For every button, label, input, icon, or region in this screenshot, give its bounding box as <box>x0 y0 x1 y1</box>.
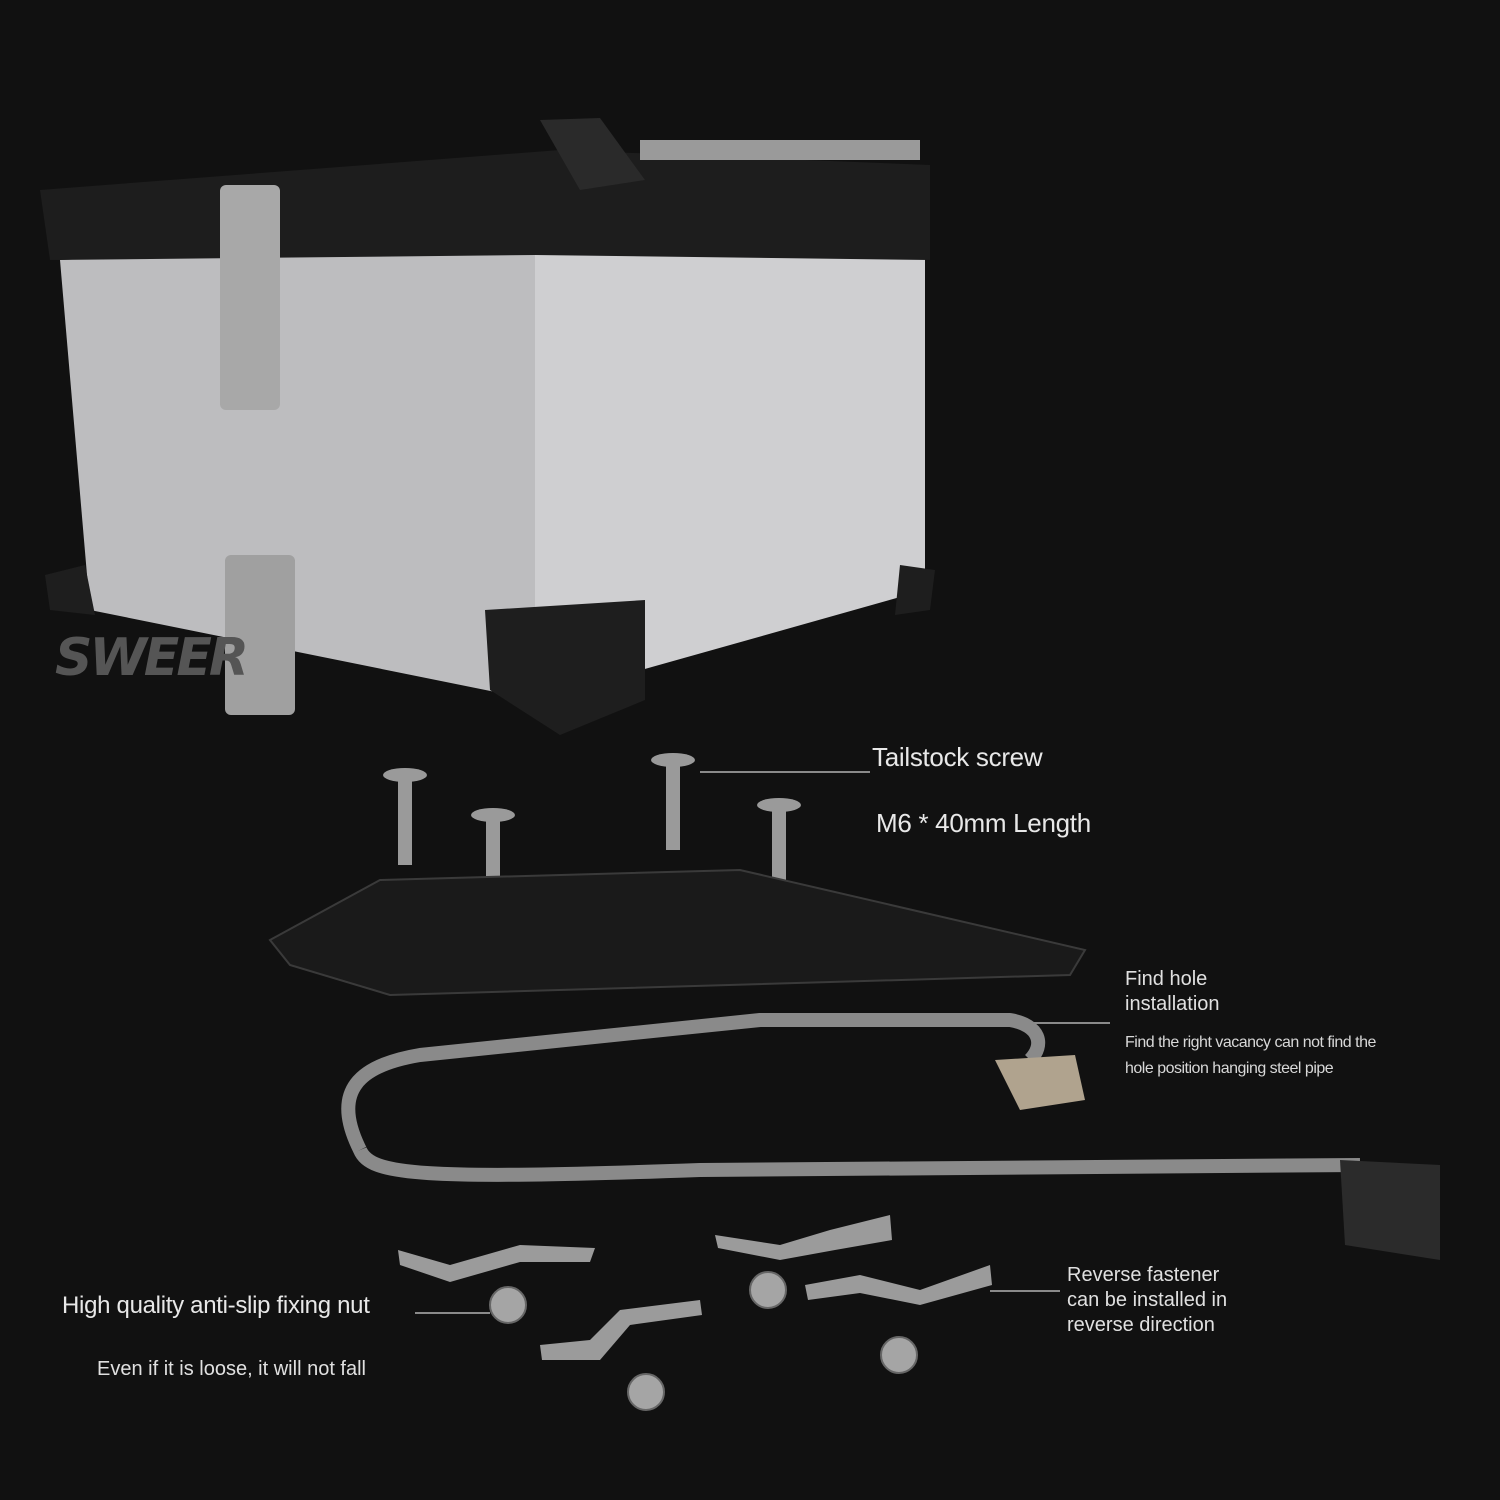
hole-callout-desc: Find the right vacancy can not find the … <box>1125 1034 1376 1077</box>
brand-watermark: SWEER <box>55 628 249 688</box>
nuts <box>489 1271 918 1411</box>
top-latch <box>220 185 280 410</box>
screw-callout-subtitle: M6 * 40mm Length <box>876 808 1091 838</box>
nut-callout-subtitle: Even if it is loose, it will not fall <box>97 1358 366 1380</box>
fasteners <box>398 1215 992 1360</box>
hole-callout-title: Find hole installation <box>1125 968 1220 1015</box>
screws <box>383 753 801 910</box>
top-case <box>40 118 935 735</box>
fastener-callout: Reverse fastener can be installed in rev… <box>1067 1264 1228 1336</box>
fastener-leader-line <box>990 1290 1060 1292</box>
mounting-plate <box>268 868 1087 997</box>
nut-leader-line <box>415 1312 490 1314</box>
screw-callout-title: Tailstock screw <box>872 742 1043 772</box>
hole-leader-line <box>1020 1022 1110 1024</box>
luggage-rack <box>341 1013 1361 1182</box>
screw-leader-line <box>700 771 870 773</box>
nut-callout-title: High quality anti-slip fixing nut <box>62 1292 370 1319</box>
bottom-latch <box>225 555 295 715</box>
